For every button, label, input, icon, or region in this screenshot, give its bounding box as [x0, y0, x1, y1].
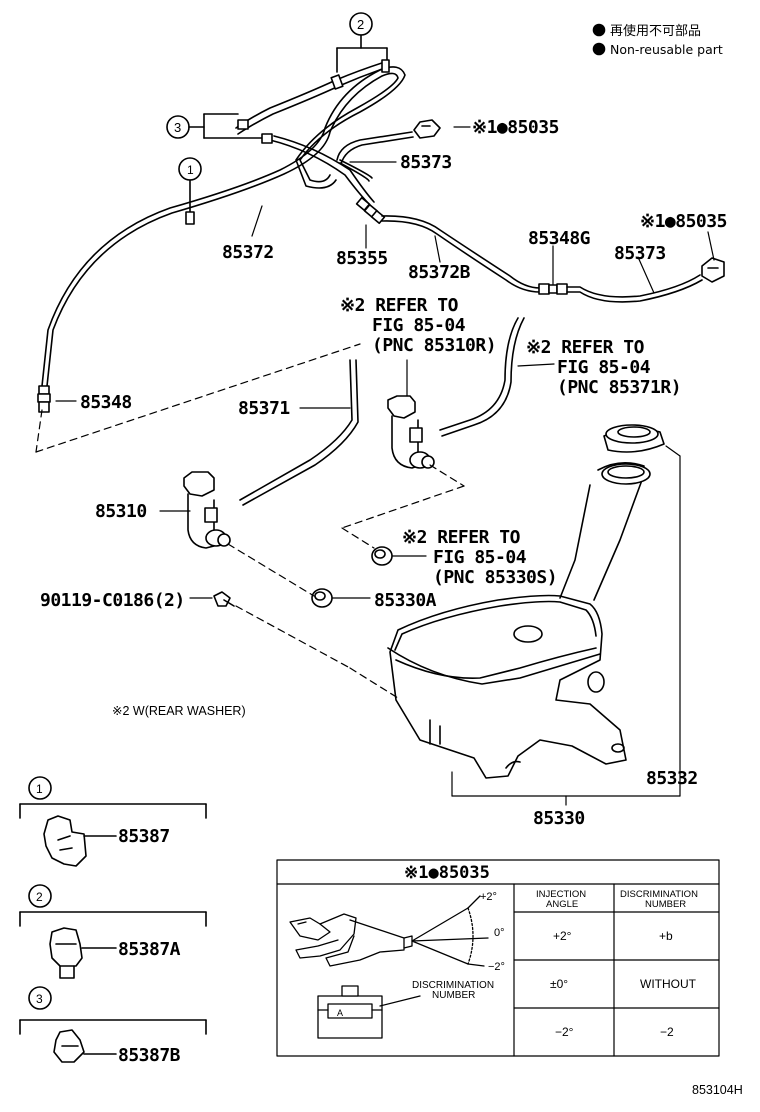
label-85330A: 85330A — [374, 590, 437, 611]
refer-85371R-line1[interactable]: ※2 REFER TO — [526, 337, 645, 358]
callout-label-1-top: 1 — [187, 163, 194, 177]
hose-85372B — [381, 215, 541, 293]
figure-id: 853104H — [692, 1083, 743, 1097]
label-85371: 85371 — [238, 398, 290, 419]
subpart-label-1: 1 — [36, 782, 43, 796]
legend-bullet-jp — [592, 23, 606, 37]
detail-angle-minus: −2° — [488, 961, 505, 973]
part-85330A-grommet — [311, 588, 333, 608]
subpart-label-2: 2 — [36, 890, 43, 904]
col-header-disc-2: NUMBER — [645, 899, 686, 910]
label-85372B: 85372B — [408, 262, 471, 283]
subpart-section-2 — [19, 884, 207, 979]
col-header-disc-1: DISCRIMINATION — [620, 889, 698, 900]
nozzle-detail-drawing — [289, 895, 489, 967]
hose-85373-right — [566, 274, 703, 303]
label-85387A: 85387A — [118, 939, 181, 960]
row3-number: −2 — [660, 1025, 674, 1039]
label-85387B: 85387B — [118, 1045, 181, 1066]
label-90119: 90119-C0186(2) — [40, 590, 185, 611]
refer-85371R-line2[interactable]: FIG 85-04 — [557, 357, 651, 378]
refer-85310R-line3[interactable]: (PNC 85310R) — [372, 335, 497, 356]
part-85355 — [355, 196, 386, 225]
row3-angle: −2° — [555, 1025, 574, 1039]
detail-table-title: ※1●85035 — [404, 863, 490, 883]
row2-number: WITHOUT — [640, 977, 697, 991]
hose-85373-top — [336, 131, 414, 182]
label-85373-top: 85373 — [400, 152, 452, 173]
row1-number: +b — [659, 929, 673, 943]
detail-angle-zero: 0° — [494, 927, 505, 939]
refer-85371R-line3[interactable]: (PNC 85371R) — [557, 377, 682, 398]
col-header-injection-1: INJECTION — [536, 889, 586, 900]
hose-85371 — [239, 359, 359, 506]
part-85310-pump — [183, 471, 231, 549]
row1-angle: +2° — [553, 929, 572, 943]
part-85330S-grommet — [371, 546, 393, 566]
part-85310R-pump — [387, 395, 435, 469]
part-85330-filler-neck — [559, 462, 651, 601]
detail-disc-label-1: DISCRIMINATION — [412, 980, 494, 991]
callout-1-top — [178, 157, 202, 213]
leader-lines — [55, 126, 715, 599]
label-85348: 85348 — [80, 392, 132, 413]
subpart-label-3: 3 — [36, 992, 43, 1006]
detail-angle-plus: +2° — [480, 891, 497, 903]
part-90119-bolt — [213, 591, 235, 607]
hose-85372 — [41, 59, 406, 387]
row2-angle: ±0° — [550, 977, 568, 991]
label-85373-right: 85373 — [614, 243, 666, 264]
leader-85332 — [665, 445, 681, 797]
refer-85310R-line2[interactable]: FIG 85-04 — [372, 315, 466, 336]
subpart-section-3 — [19, 986, 207, 1063]
col-header-injection-2: ANGLE — [546, 899, 578, 910]
label-85310: 85310 — [95, 501, 147, 522]
part-85330-tank — [387, 594, 627, 779]
label-85387: 85387 — [118, 826, 170, 847]
assembly-dashed-lines — [35, 343, 465, 699]
label-85035-right: ※1●85035 — [640, 211, 727, 232]
label-85355: 85355 — [336, 248, 388, 269]
nozzle-discrimination-drawing — [317, 985, 421, 1039]
label-85372: 85372 — [222, 242, 274, 263]
legend-en-text: Non-reusable part — [610, 42, 723, 57]
legend-bullet-en — [592, 42, 606, 56]
callout-3-top — [166, 113, 266, 139]
refer-85310R-line1[interactable]: ※2 REFER TO — [340, 295, 459, 316]
note-rear-washer: ※2 W(REAR WASHER) — [112, 704, 246, 718]
refer-85330S-line2[interactable]: FIG 85-04 — [433, 547, 527, 568]
detail-nozzle-mark: A — [337, 1008, 343, 1018]
label-85035-top: ※1●85035 — [472, 117, 559, 138]
refer-85330S-line3[interactable]: (PNC 85330S) — [433, 567, 558, 588]
detail-disc-label-2: NUMBER — [432, 990, 475, 1001]
callout-label-2-top: 2 — [357, 17, 364, 32]
part-85348-joint — [37, 385, 51, 413]
hose-85371R — [439, 317, 525, 437]
detail-table-frame — [276, 859, 720, 1057]
part-85332-cap — [603, 424, 665, 453]
callout-label-3-top: 3 — [174, 120, 181, 135]
part-85035-right — [701, 257, 725, 283]
label-85330: 85330 — [533, 808, 585, 829]
label-85348G: 85348G — [528, 228, 590, 249]
part-85035-top — [413, 119, 441, 139]
leader-85330 — [451, 771, 681, 806]
label-85332: 85332 — [646, 768, 698, 789]
legend-jp-text: 再使用不可部品 — [610, 23, 701, 38]
refer-85330S-line1[interactable]: ※2 REFER TO — [402, 527, 521, 548]
part-85348G — [538, 283, 568, 295]
subpart-section-1 — [19, 776, 207, 867]
